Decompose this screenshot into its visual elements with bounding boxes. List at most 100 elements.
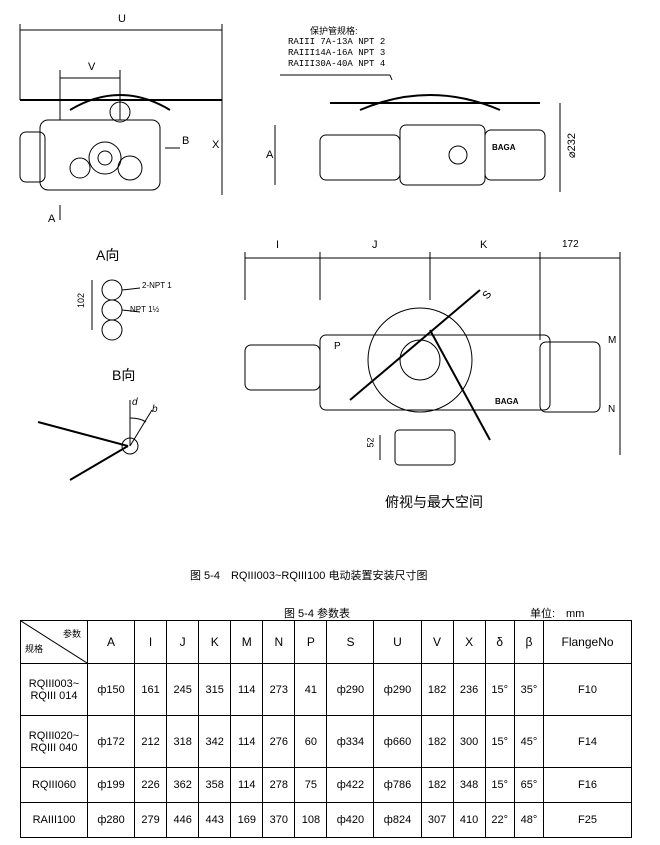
value-cell: 307 (420, 802, 454, 838)
value-cell: 114 (230, 663, 264, 716)
conduit-spec: RAIII 7A-13A NPT 2 (288, 37, 386, 47)
value-cell: F16 (543, 767, 632, 803)
value-cell: ф660 (373, 715, 422, 768)
col-header: A (86, 620, 136, 664)
front-view (19, 24, 223, 220)
dim-p-label: P (334, 341, 341, 352)
value-cell: 35° (513, 663, 545, 716)
conduit-spec: RAIII14A-16A NPT 3 (288, 48, 386, 58)
dim-k-label: K (480, 239, 488, 251)
unit-label: 单位: mm (530, 608, 585, 620)
table-header-row: 参数 规格 A I J K M N P S U V X δ β FlangeNo (20, 620, 632, 664)
model-cell: RQIII060 (20, 767, 88, 803)
value-cell: ф290 (373, 663, 422, 716)
value-cell: ф334 (326, 715, 375, 768)
technical-drawing (19, 24, 621, 481)
dim-u-label: U (118, 13, 126, 25)
value-cell: 348 (452, 767, 486, 803)
value-cell: 22° (484, 802, 515, 838)
value-cell: 370 (262, 802, 296, 838)
side-view (274, 74, 561, 192)
dir-a-label: A (48, 213, 56, 225)
dim-52-label: 52 (365, 437, 376, 448)
corner-header: 参数 规格 (20, 620, 88, 664)
baga-logo: BAGA (495, 397, 519, 406)
value-cell: 318 (166, 715, 200, 768)
model-cell: RQIII020~ RQIII 040 (20, 715, 88, 768)
value-cell: 41 (294, 663, 328, 716)
value-cell: 245 (166, 663, 200, 716)
value-cell: 182 (420, 767, 454, 803)
dim-x-label: X (212, 139, 220, 151)
value-cell: ф420 (326, 802, 375, 838)
col-header: V (420, 620, 454, 664)
dim-diameter-label: ⌀232 (565, 133, 578, 158)
angle-b-label: b (152, 404, 158, 415)
dim-j-label: J (372, 239, 378, 251)
value-cell: 362 (166, 767, 200, 803)
figure-caption: 图 5-4 RQIII003~RQIII100 电动装置安装尺寸图 (190, 570, 428, 582)
col-header: P (294, 620, 328, 664)
dim-i-label: I (276, 239, 280, 251)
conduit-spec: RAIII30A-40A NPT 4 (288, 59, 386, 69)
value-cell: 48° (513, 802, 545, 838)
port-label: NPT 1½ (130, 305, 160, 314)
dim-172-label: 172 (562, 239, 579, 250)
value-cell: ф824 (373, 802, 422, 838)
col-header: δ (484, 620, 515, 664)
dir-b-label: B (182, 135, 190, 147)
value-cell: ф150 (86, 663, 136, 716)
table-title: 图 5-4 参数表 (284, 608, 351, 620)
view-a (91, 279, 141, 341)
value-cell: 15° (484, 767, 515, 803)
value-cell: 342 (198, 715, 232, 768)
dim-n-label: N (608, 404, 616, 415)
value-cell: 278 (262, 767, 296, 803)
value-cell: 226 (134, 767, 168, 803)
value-cell: 446 (166, 802, 200, 838)
value-cell: F10 (543, 663, 632, 716)
value-cell: 114 (230, 715, 264, 768)
value-cell: 410 (452, 802, 486, 838)
value-cell: ф422 (326, 767, 375, 803)
value-cell: 276 (262, 715, 296, 768)
dim-a-label: A (266, 149, 274, 161)
value-cell: ф786 (373, 767, 422, 803)
value-cell: 161 (134, 663, 168, 716)
model-cell: RAIII100 (20, 802, 88, 838)
conduit-title: 保护管规格: (310, 26, 358, 36)
value-cell: F25 (543, 802, 632, 838)
value-cell: 182 (420, 715, 454, 768)
value-cell: 45° (513, 715, 545, 768)
value-cell: 114 (230, 767, 264, 803)
value-cell: 108 (294, 802, 328, 838)
dim-102-label: 102 (76, 292, 87, 309)
col-header: β (513, 620, 545, 664)
dim-v-label: V (88, 61, 96, 73)
value-cell: 315 (198, 663, 232, 716)
value-cell: ф290 (326, 663, 375, 716)
value-cell: 279 (134, 802, 168, 838)
col-header: X (452, 620, 486, 664)
value-cell: 182 (420, 663, 454, 716)
value-cell: 60 (294, 715, 328, 768)
top-view-caption: 俯视与最大空间 (385, 494, 483, 510)
col-header: M (230, 620, 264, 664)
value-cell: 443 (198, 802, 232, 838)
value-cell: 169 (230, 802, 264, 838)
dim-m-label: M (608, 335, 617, 346)
value-cell: 236 (452, 663, 486, 716)
col-header: S (326, 620, 375, 664)
top-view (244, 252, 621, 466)
value-cell: 358 (198, 767, 232, 803)
col-header: I (134, 620, 168, 664)
value-cell: 15° (484, 715, 515, 768)
view-b-title: B向 (112, 367, 136, 383)
angle-d-label: d (132, 397, 138, 408)
value-cell: 75 (294, 767, 328, 803)
value-cell: ф172 (86, 715, 136, 768)
parameter-table: 参数 规格 A I J K M N P S U V X δ β FlangeNo… (20, 620, 632, 838)
